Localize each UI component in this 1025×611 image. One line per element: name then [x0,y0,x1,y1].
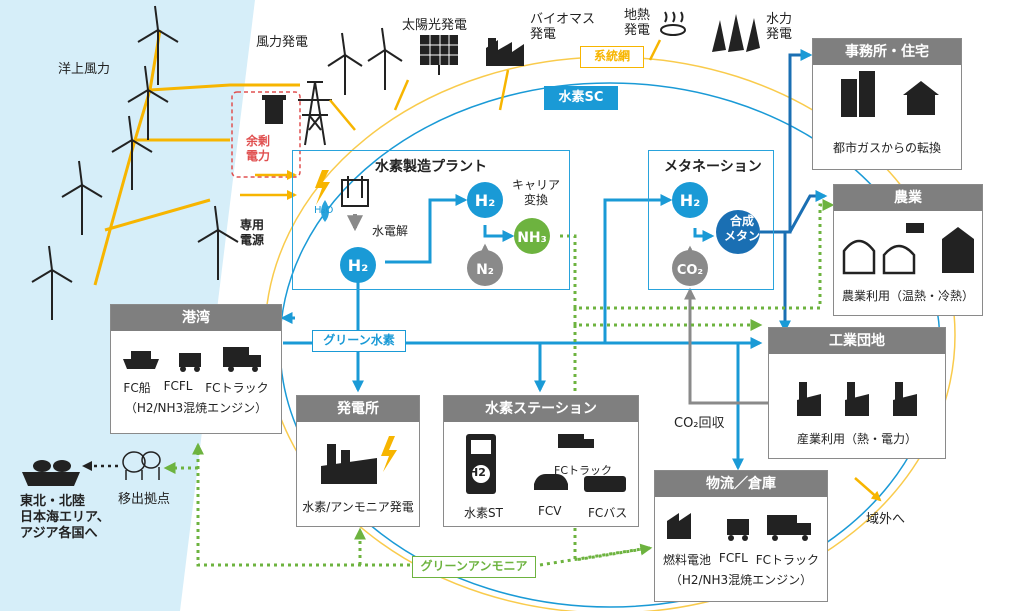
offshore-turbines [31,5,239,320]
station-fcv-label: FCV [538,504,562,518]
farm-icon [842,223,974,275]
plant-title: 水素製造プラント [375,159,487,175]
methanation-h2-arrow [693,228,715,242]
geothermal-icon [660,11,686,36]
biomass-power-label: バイオマス 発電 [530,12,596,42]
wind-power-label: 風力発電 [256,35,309,50]
export-destination-label: 東北・北陸 日本海エリア、 アジア各国へ [20,494,110,541]
station-h2-mark: H2 [469,466,486,479]
logistics-title: 物流／倉庫 [655,471,827,497]
agri-title: 農業 [834,185,982,211]
port-vehicles-icon [123,347,261,372]
dedicated-power-label: 専用 電源 [240,218,265,247]
logistics-box: 物流／倉庫 燃料電池 FCFL FCトラック （H2/NH3混焼エンジン） [654,470,828,602]
tanker-ship-icon [22,460,80,486]
water-drop-icon [321,200,329,222]
solar-power-label: 太陽光発電 [402,18,468,33]
agriculture-box: 農業 農業利用（温熱・冷熱） [833,184,983,316]
station-fcbus-label: FCバス [588,506,628,520]
h2-molecule-3: H₂ [680,191,700,210]
port-title: 港湾 [111,305,281,331]
office-caption: 都市ガスからの転換 [832,141,941,155]
methane-flows [760,49,828,333]
station-fctruck: FCトラック [554,464,613,477]
hydrogen-sc-tag: 水素SC [544,86,618,110]
synthetic-methane-label: 合成 メタン [724,214,761,243]
power-caption: 水素/アンモニア発電 [302,500,414,514]
methanation-box [648,150,774,290]
agri-caption: 農業利用（温熱・冷熱） [841,289,974,303]
biomass-plant-icon [486,38,524,66]
office-title: 事務所・住宅 [813,39,961,65]
outside-region-label: 域外へ [866,512,906,527]
port-item-forklift: FCFL [163,379,193,393]
storage-tank-icon [122,451,161,480]
geothermal-power-label: 地熱 発電 [624,8,651,38]
logistics-item-forklift: FCFL [718,551,748,565]
carrier-conversion-label: キャリア 変換 [512,178,561,207]
co2-molecule: CO₂ [677,263,703,278]
logistics-icons [667,513,811,541]
green-hydrogen-tag: グリーン水素 [312,330,406,352]
port-items: FC船 FCFL FCトラック [111,379,281,396]
industry-title: 工業団地 [769,328,945,354]
nh3-molecule: NH₃ [517,230,547,246]
electrolysis-label: 水電解 [372,224,409,238]
hydrogen-station-box: 水素ステーション H2 FCトラック 水素ST FCV FCバス [443,395,639,527]
n2-molecule: N₂ [476,262,494,278]
hydrogen-plant-box [292,150,570,290]
transformer-top-icon [262,95,286,100]
logistics-caption: （H2/NH3混焼エンジン） [669,573,813,587]
h2o-label: H₂O [314,205,334,216]
hydro-power-label: 水力 発電 [766,12,793,42]
lightning-icon [315,170,330,205]
power-flows [240,39,882,502]
h2-molecule-2: H₂ [475,191,495,210]
electrolyzer-icon [341,176,369,232]
station-title: 水素ステーション [444,396,638,422]
logistics-item-truck: FCトラック [755,553,820,567]
offshore-wind-label: 洋上風力 [58,62,111,77]
h2-molecule-1: H₂ [348,256,368,275]
factories-icon [797,382,917,416]
export-hub-label: 移出拠点 [118,492,171,507]
offshore-cables [93,29,300,286]
transmission-tower-icon [298,81,332,146]
port-box: 港湾 FC船 FCFL FCトラック （H2/NH3混焼エンジン） [110,304,282,434]
port-item-truck: FCトラック [205,381,269,395]
office-housing-box: 事務所・住宅 都市ガスからの転換 [812,38,962,170]
hydro-dam-icon [712,14,760,52]
logistics-item-fuelcell: 燃料電池 [662,553,711,567]
station-icons [466,434,626,494]
molecules [340,182,760,286]
station-st-label: 水素ST [464,506,503,520]
industry-caption: 産業利用（熱・電力） [796,432,917,446]
transformer-icon [265,100,283,124]
power-plant-box: 発電所 水素/アンモニア発電 [296,395,420,527]
methanation-title: メタネーション [664,159,762,175]
surplus-power-label: 余剰 電力 [246,134,271,163]
onshore-turbines [327,27,403,95]
power-plant-icon [321,436,397,484]
industrial-park-box: 工業団地 産業利用（熱・電力） [768,327,946,459]
port-item-ship: FC船 [123,381,151,395]
green-ammonia-tag: グリーンアンモニア [412,556,536,578]
solar-panel-icon [420,35,458,75]
buildings-icon [841,71,939,117]
grid-network-tag: 系統網 [580,46,644,68]
power-title: 発電所 [297,396,419,422]
surplus-power-box [231,91,301,178]
co2-recovery-label: CO₂回収 [674,416,725,431]
logistics-items: 燃料電池 FCFL FCトラック [655,551,827,568]
port-caption: （H2/NH3混焼エンジン） [124,401,268,415]
